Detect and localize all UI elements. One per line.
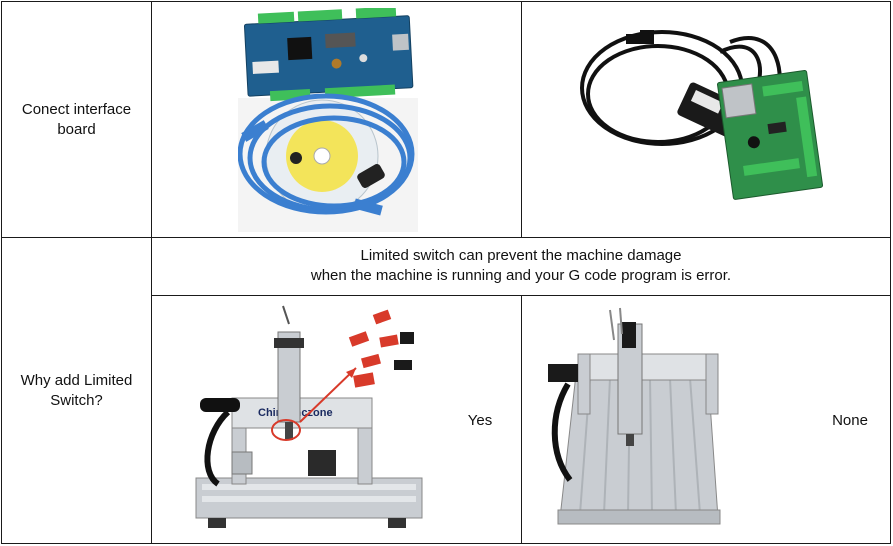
limit-switch-parts [348, 309, 414, 388]
without-switch-caption: None [832, 412, 868, 429]
row-label-line1: Why add Limited [20, 372, 133, 389]
interface-board-kit-photo [238, 8, 418, 232]
table-border-right [890, 1, 891, 544]
table-border-left [1, 1, 2, 544]
machine-without-limit-switches-photo [548, 307, 721, 525]
breakout-board-pcb [717, 69, 824, 200]
note-line2: when the machine is running and your G c… [310, 267, 732, 284]
column-divider-top [521, 1, 522, 238]
column-divider-label [151, 1, 152, 544]
note-line1: Limited switch can prevent the machine d… [360, 247, 682, 264]
row-label-limited-switch: Why add Limited Switch? [2, 371, 151, 411]
limit-switch-highlight [271, 419, 301, 441]
row-label-line1: Conect interface [21, 101, 132, 118]
column-divider-bottom [521, 295, 522, 544]
usb-cable [238, 93, 415, 215]
row-label-line2: Switch? [50, 392, 103, 409]
row-divider [1, 237, 891, 238]
parallel-breakout-board-photo [580, 30, 824, 200]
limit-switch-arrow [299, 367, 357, 423]
limited-switch-note: Limited switch can prevent the machine d… [152, 246, 890, 286]
table-border-top [1, 1, 891, 2]
row-label-line2: board [57, 121, 96, 138]
interface-board-pcb [243, 8, 414, 102]
row-label-interface-board: Conect interface board [2, 100, 151, 140]
machine-with-limit-switches-photo: Chinacnczone [195, 305, 423, 528]
table-border-bottom [1, 543, 891, 544]
with-switch-caption: Yes [467, 412, 493, 429]
